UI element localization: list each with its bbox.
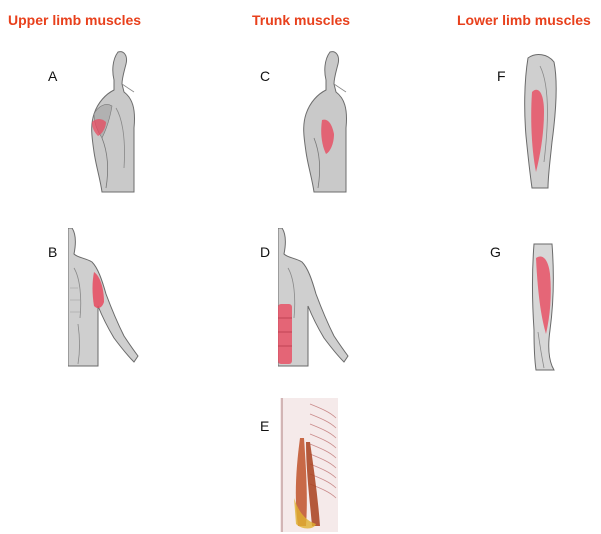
figure-d-illustration (278, 228, 350, 368)
figure-f-illustration (518, 52, 562, 192)
label-f: F (497, 68, 506, 84)
label-e: E (260, 418, 269, 434)
figure-g-illustration (528, 240, 558, 372)
upper-limb-title: Upper limb muscles (8, 12, 141, 28)
label-c: C (260, 68, 270, 84)
lower-limb-title: Lower limb muscles (457, 12, 591, 28)
figure-e-illustration (280, 398, 338, 532)
highlight-b (93, 272, 105, 308)
label-g: G (490, 244, 501, 260)
label-a: A (48, 68, 57, 84)
label-d: D (260, 244, 270, 260)
trunk-title: Trunk muscles (252, 12, 350, 28)
figure-b-illustration (68, 228, 140, 368)
figure-c-illustration (292, 48, 352, 193)
highlight-d (278, 304, 292, 364)
label-b: B (48, 244, 57, 260)
figure-a-illustration (80, 48, 140, 193)
